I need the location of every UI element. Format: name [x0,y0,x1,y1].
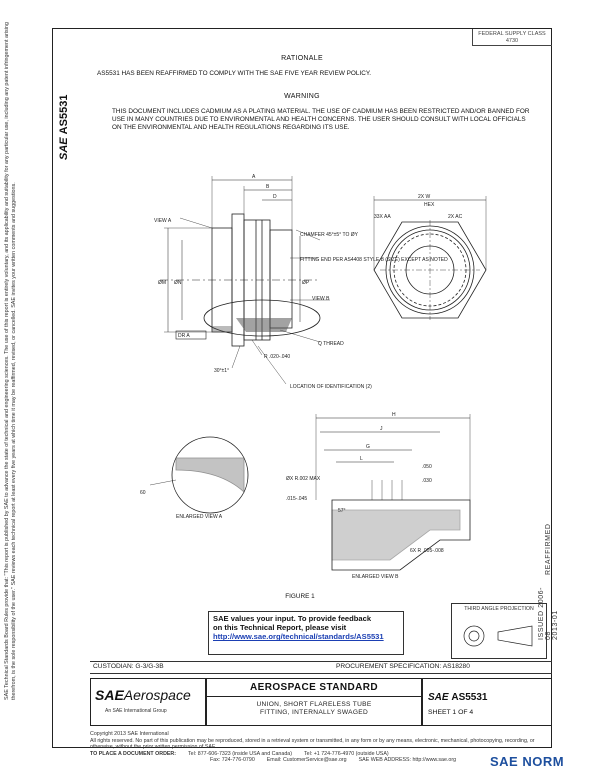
label-enlarged-a: ENLARGED VIEW A [176,514,223,520]
label-dim-n: ØN [174,280,182,286]
label-fitting-end: FITTING END PER AS4408 STYLE B (SIZE) EX… [300,257,448,263]
row-divider-bottom [90,673,552,674]
order-tel1: Tel: 877-606-7323 (inside USA and Canada… [188,750,292,757]
drawing-sheet-border [52,28,552,748]
label-dim-ac: 2X AC [448,214,463,220]
label-dim-b: B [266,184,270,190]
web-address[interactable]: SAE WEB ADDRESS: http://www.sae.org [358,757,457,764]
standard-type: AEROSPACE STANDARD [250,682,378,693]
label-d030: .030 [422,478,432,484]
label-dim-aa: 33X AA [374,214,391,220]
warning-text: THIS DOCUMENT INCLUDES CADMIUM AS A PLAT… [112,108,530,132]
label-datum: DR A [178,333,190,339]
sae-logo-box: SAEAerospace An SAE International Group [90,678,206,726]
label-view-b: VIEW B [312,296,330,302]
procurement-spec: PROCUREMENT SPECIFICATION: AS18280 [336,663,470,670]
label-dim-j: J [380,426,383,432]
doc-id: AS5531 [451,692,488,703]
fed-class-line2: 4730 [505,38,519,44]
label-d050: .050 [422,464,432,470]
part-description-1: UNION, SHORT FLARELESS TUBE [256,701,372,708]
label-view-a: VIEW A [154,218,172,224]
projection-symbol [463,625,533,647]
label-ident: LOCATION OF IDENTIFICATION (2) [290,384,372,390]
doc-number-box: SAE AS5531 SHEET 1 OF 4 [422,678,552,726]
contact-row: Fax: 724-776-0790 Email: CustomerService… [90,757,560,764]
label-dim-d: D [273,194,277,200]
fed-class-line1: FEDERAL SUPPLY CLASS [478,31,546,37]
footer: Copyright 2013 SAE International All rig… [90,731,560,764]
feedback-link[interactable]: http://www.sae.org/technical/standards/A… [213,632,384,642]
logo-aerospace: Aerospace [123,687,191,703]
order-label: TO PLACE A DOCUMENT ORDER: [90,750,177,757]
logo-tagline: An SAE International Group [105,708,167,714]
rationale-text: AS5531 HAS BEEN REAFFIRMED TO COMPLY WIT… [97,70,372,77]
label-thread: Q THREAD [318,341,344,347]
label-chamfer: CHAMFER 45°±5° TO ØY [300,232,359,238]
label-dim-h: H [392,412,396,418]
order-fax: Fax: 724-776-0790 [210,757,255,764]
label-dim-g: G [366,444,370,450]
label-r015: .015-.045 [286,496,307,502]
feedback-line2: on this Technical Report, please visit [213,623,347,633]
federal-supply-class-box [472,29,552,46]
label-r005: 6X R .005-.008 [410,548,444,554]
label-radius: R .020-.040 [264,354,290,360]
fitting-end-right [269,229,293,329]
label-dim-w: 2X W [418,194,431,200]
label-dim-l: L [360,456,363,462]
logo-sae: SAE [95,687,124,703]
label-r002: ØX R.002 MAX [286,476,321,482]
label-dim-m: ØM [158,280,166,286]
label-ang60: 60 [140,490,146,496]
figure-caption: FIGURE 1 [285,593,315,600]
rights-statement: All rights reserved. No part of this pub… [90,737,535,751]
sheet-number: SHEET 1 OF 4 [428,709,474,716]
row-divider-top [90,661,552,662]
label-ang57: 57° [338,508,346,514]
feedback-box: SAE values your input. To provide feedba… [208,611,404,655]
part-description-2: FITTING, INTERNALLY SWAGED [259,709,369,716]
sae-norm-watermark: SAE NORM [490,754,565,769]
order-row: TO PLACE A DOCUMENT ORDER: Tel: 877-606-… [90,751,560,758]
third-angle-projection-box: THIRD ANGLE PROJECTION [451,603,547,659]
label-angle: 30°±1° [214,368,229,374]
projection-title: THIRD ANGLE PROJECTION [464,606,534,612]
custodian: CUSTODIAN: G-3/G-3B [93,663,164,670]
label-enlarged-b: ENLARGED VIEW B [352,574,399,580]
sae-aerospace-logo: SAEAerospace [95,687,191,703]
label-dim-a: A [252,174,256,180]
label-hex: HEX [424,202,435,208]
order-tel2: Tel: +1 724-776-4970 (outside USA) [303,750,389,757]
feedback-line1: SAE values your input. To provide feedba… [213,614,372,623]
copyright: Copyright 2013 SAE International [90,731,169,737]
doc-number: SAE AS5531 [428,692,487,703]
standard-title-box: AEROSPACE STANDARD UNION, SHORT FLARELES… [206,678,422,726]
label-dim-p: ØP [302,280,310,286]
rationale-heading: RATIONALE [281,55,323,62]
doc-sae-logo: SAE [428,692,449,703]
federal-supply-class: FEDERAL SUPPLY CLASS 4730 [473,31,551,45]
order-email: Email: CustomerService@sae.org [266,757,347,764]
warning-heading: WARNING [284,93,320,100]
